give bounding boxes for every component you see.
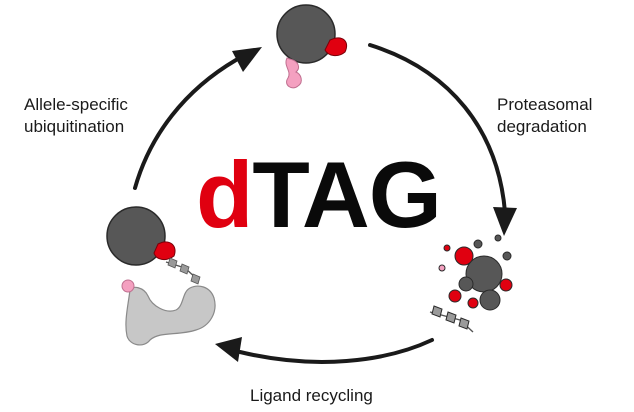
label-ubiquitination-line1: Allele-specific <box>24 95 128 114</box>
title-accent: d <box>196 142 253 247</box>
label-ubiquitination-line2: ubiquitination <box>24 117 125 136</box>
top-e3-ligase <box>276 4 336 64</box>
top-ubiquitin-chain <box>285 57 302 89</box>
label-recycling-line1: Ligand recycling <box>250 386 373 405</box>
degradation-fragments <box>429 234 513 333</box>
label-degradation: Proteasomal degradation <box>497 94 592 138</box>
dtag-title: dTAG <box>196 140 442 250</box>
label-degradation-line1: Proteasomal <box>497 95 593 114</box>
arrowhead-degradation <box>493 207 517 236</box>
target-protein <box>125 285 216 346</box>
left-complex <box>106 206 216 346</box>
title-rest: TAG <box>252 142 441 247</box>
top-degron-tag <box>324 37 348 57</box>
label-ubiquitination: Allele-specific ubiquitination <box>24 94 128 138</box>
arrow-recycling <box>238 338 434 364</box>
top-complex <box>276 4 348 89</box>
arrow-degradation <box>368 43 507 214</box>
left-e3-ligase <box>106 206 166 266</box>
label-recycling: Ligand recycling <box>250 385 373 407</box>
arrowhead-ubiquitination <box>232 47 262 72</box>
label-degradation-line2: degradation <box>497 117 587 136</box>
arrow-ubiquitination <box>133 58 238 190</box>
left-degron-tag <box>153 241 176 261</box>
left-ubiquitin <box>121 279 135 293</box>
arrowhead-recycling <box>215 337 242 362</box>
